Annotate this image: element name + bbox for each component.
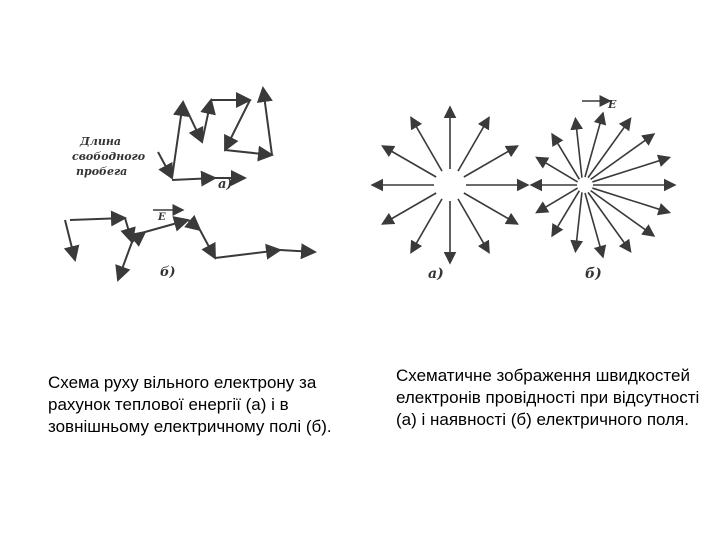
path-segment	[184, 214, 202, 232]
path-segment	[279, 243, 317, 260]
path-segment	[171, 170, 217, 187]
velocity-vector	[592, 187, 672, 216]
path-segment	[171, 100, 189, 179]
path-segment	[199, 229, 216, 260]
path-segment	[157, 151, 173, 180]
label-b: б)	[585, 266, 602, 282]
label-a: а)	[428, 266, 444, 282]
path-segment	[224, 145, 274, 162]
label-field: E	[607, 98, 617, 111]
label-path-line1: Длина	[79, 135, 121, 148]
velocity-vector	[570, 116, 584, 178]
velocity-vector	[590, 133, 656, 180]
electron-path-diagram: Длина свободного пробега а) б) E	[63, 86, 317, 282]
velocity-vector	[551, 190, 581, 238]
caption-velocity-vectors: Схематичне зображення швидкостей електро…	[396, 366, 700, 429]
path-segment	[224, 99, 251, 152]
velocity-vector	[587, 117, 632, 179]
caption-electron-motion: Схема руху вільного електрону за рахунок…	[48, 373, 332, 436]
velocity-vector	[584, 111, 607, 178]
path-segment	[115, 241, 133, 282]
path-segment	[200, 98, 216, 143]
velocity-vector	[410, 116, 443, 172]
electron-path-figure: Длина свободного пробега а) б) E	[40, 80, 360, 310]
velocity-vector	[570, 192, 584, 254]
velocity-vector	[551, 132, 581, 180]
label-path-line3: пробега	[76, 165, 127, 178]
velocity-vector	[584, 192, 607, 259]
velocity-vector-figure: E а) б)	[360, 80, 700, 310]
star-without-field	[370, 105, 530, 265]
label-path-line2: свободного	[72, 150, 145, 163]
path-segment	[129, 230, 147, 247]
velocity-vector	[592, 154, 672, 183]
velocity-vector	[463, 192, 519, 225]
path-segment	[120, 217, 136, 244]
velocity-vector	[587, 191, 632, 253]
velocity-vector	[410, 198, 443, 254]
star-with-field	[529, 111, 677, 259]
velocity-vector	[535, 156, 579, 183]
path-segment	[256, 86, 273, 156]
velocity-vector	[463, 145, 519, 178]
velocity-vector	[457, 198, 490, 254]
velocity-vector	[381, 145, 437, 178]
label-a: а)	[218, 177, 233, 192]
path-segment	[63, 219, 80, 262]
velocity-vector	[381, 192, 437, 225]
path-segment	[182, 101, 204, 144]
velocity-vector	[457, 116, 490, 172]
path-segment	[214, 243, 282, 260]
velocity-vector	[590, 190, 656, 237]
path-segment	[69, 210, 127, 227]
path-segment	[144, 216, 190, 233]
label-b: б)	[160, 265, 176, 280]
velocity-vector	[535, 187, 579, 214]
label-field: E	[157, 212, 166, 223]
velocity-vector-diagram: E а) б)	[370, 95, 677, 282]
